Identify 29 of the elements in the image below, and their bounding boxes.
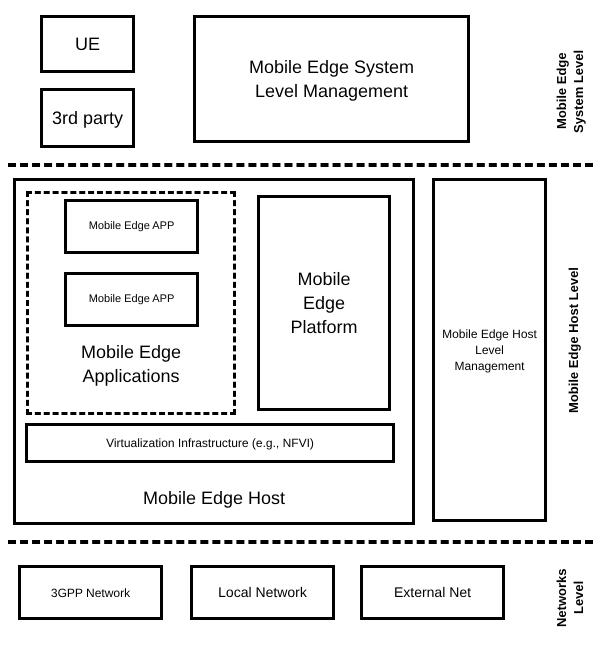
dashed-group-box <box>26 191 236 415</box>
box-label: Mobile Edge Applications <box>80 341 182 388</box>
block-box <box>64 272 199 327</box>
box-label: UE <box>74 33 100 56</box>
block-box <box>432 178 547 522</box>
group-box <box>13 178 415 525</box>
box-label: 3rd party <box>52 107 124 130</box>
box-label: Virtualization Infrastructure (e.g., NFVI) <box>106 435 314 451</box>
level-label: Mobile Edge System Level <box>553 48 587 135</box>
box-label: External Net <box>394 583 472 602</box>
level-label: Networks Level <box>553 567 587 629</box>
box-label: 3GPP Network <box>50 584 130 600</box>
block-box <box>40 15 135 73</box>
level-label: Mobile Edge Host Level <box>565 266 582 415</box>
block-box <box>40 88 135 148</box>
block-box <box>193 15 470 143</box>
box-label: Mobile Edge Host <box>142 487 286 510</box>
box-label: Mobile Edge APP <box>88 292 174 307</box>
block-box <box>257 195 391 411</box>
box-label: Mobile Edge Platform <box>289 268 359 339</box>
block-box <box>190 565 335 620</box>
box-label: Mobile Edge System Level Management <box>248 56 416 103</box>
block-box <box>25 423 395 463</box>
box-label: Mobile Edge APP <box>88 219 174 234</box>
block-box <box>18 565 163 620</box>
block-box <box>64 199 199 254</box>
box-label: Mobile Edge Host Level Management <box>441 326 538 374</box>
block-box <box>360 565 505 620</box>
box-label: Local Network <box>218 583 307 602</box>
